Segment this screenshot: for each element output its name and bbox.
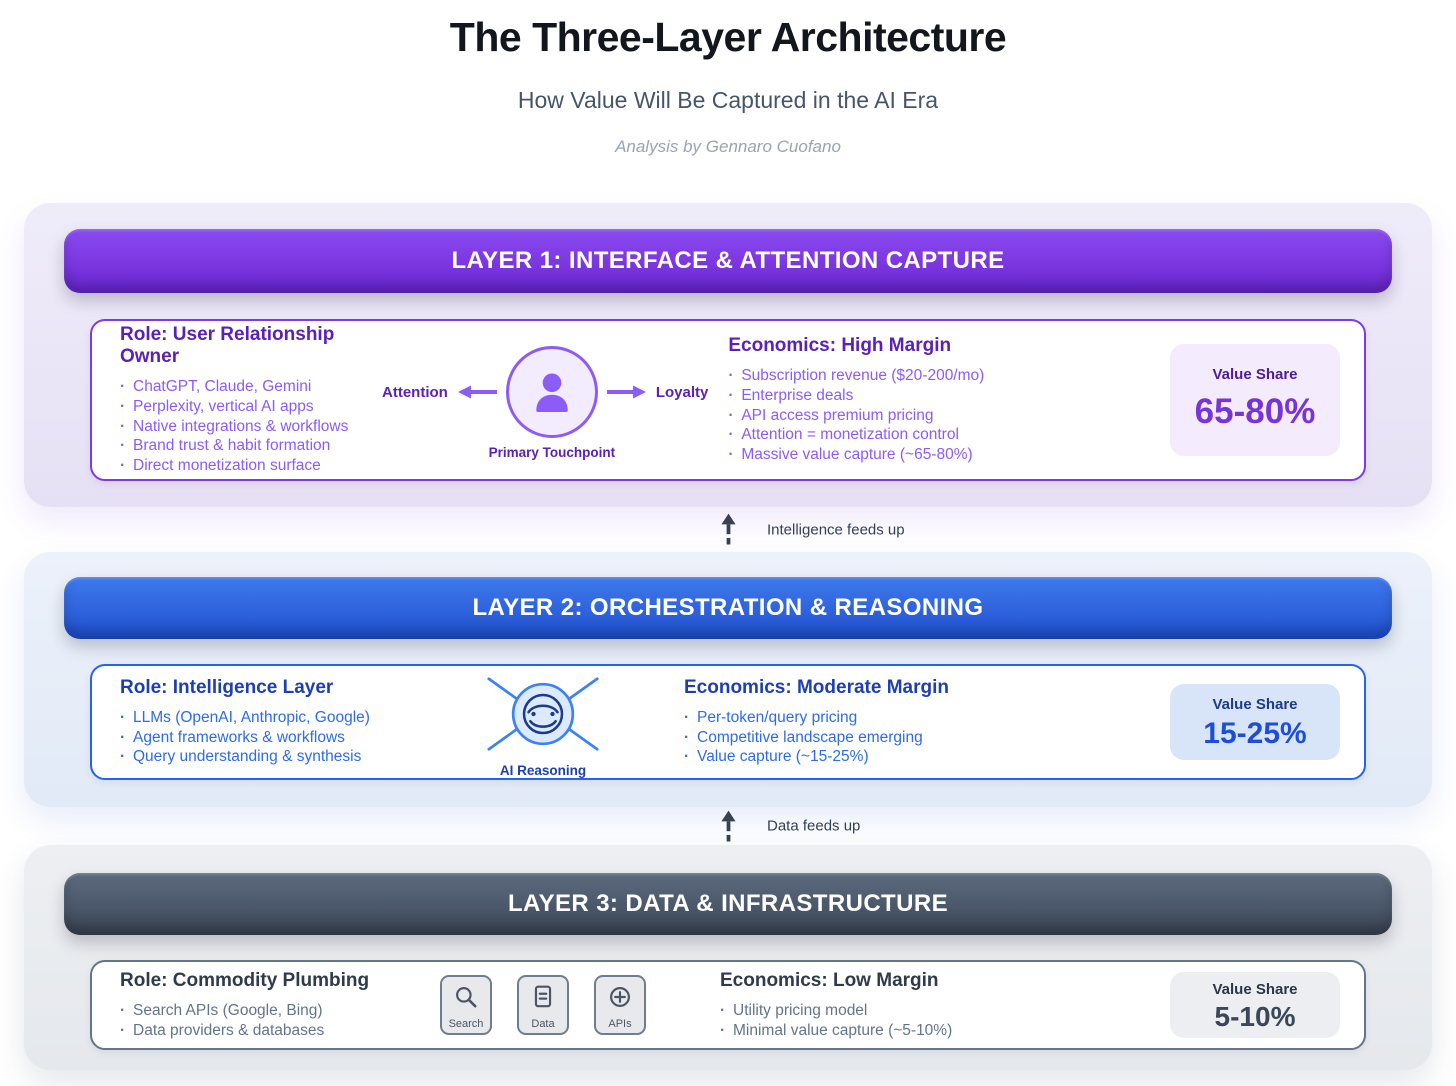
search-icon: [456, 987, 477, 1008]
title-block: The Three-Layer Architecture How Value W…: [0, 0, 1456, 157]
layer3-banner: LAYER 3: DATA & INFRASTRUCTURE: [64, 873, 1392, 935]
ai-reasoning-icon: [487, 676, 599, 751]
layer2-role-list: LLMs (OpenAI, Anthropic, Google) Agent f…: [120, 708, 438, 767]
byline: Analysis by Gennaro Cuofano: [615, 137, 841, 156]
list-item: Perplexity, vertical AI apps: [120, 397, 378, 417]
layer2-card: Role: Intelligence Layer LLMs (OpenAI, A…: [90, 664, 1366, 780]
arrow-right-icon: [606, 385, 646, 399]
layer1-flow-graphic: Attention Primary Touchpoint: [382, 346, 709, 460]
layer1-role-list: ChatGPT, Claude, Gemini Perplexity, vert…: [120, 377, 378, 476]
list-item: Agent frameworks & workflows: [120, 728, 438, 748]
layer2-economics-column: Economics: Moderate Margin Per-token/que…: [684, 677, 1152, 767]
layer3-card: Role: Commodity Plumbing Search APIs (Go…: [90, 960, 1366, 1050]
layer1-role-column: Role: User Relationship Owner ChatGPT, C…: [120, 324, 378, 476]
list-item: Query understanding & synthesis: [120, 747, 438, 767]
ai-reasoning-graphic: AI Reasoning: [438, 667, 648, 778]
icon-box-label: APIs: [608, 1018, 632, 1030]
list-item: API access premium pricing: [728, 406, 1152, 426]
list-item: Direct monetization surface: [120, 456, 378, 476]
layer1-economics-column: Economics: High Margin Subscription reve…: [728, 335, 1152, 465]
connector-label: Data feeds up: [767, 817, 861, 835]
connector-label: Intelligence feeds up: [767, 521, 905, 538]
layer3-panel: LAYER 3: DATA & INFRASTRUCTURE Role: Com…: [24, 845, 1432, 1070]
list-item: Brand trust & habit formation: [120, 436, 378, 456]
list-item: Subscription revenue ($20-200/mo): [728, 366, 1152, 386]
layer1-role-title: Role: User Relationship Owner: [120, 323, 335, 367]
layer2-economics-title: Economics: Moderate Margin: [684, 676, 949, 698]
circle-plus-icon: [610, 987, 630, 1007]
list-item: LLMs (OpenAI, Anthropic, Google): [120, 708, 438, 728]
connector-intelligence: Intelligence feeds up: [0, 507, 1456, 552]
list-item: Search APIs (Google, Bing): [120, 1001, 438, 1021]
loyalty-label: Loyalty: [655, 383, 709, 401]
attention-label: Attention: [382, 383, 448, 401]
layer3-economics-title: Economics: Low Margin: [720, 969, 939, 991]
layer3-value-share-box: Value Share 5-10%: [1170, 972, 1340, 1038]
layer1-economics-title: Economics: High Margin: [728, 334, 952, 356]
list-item: Utility pricing model: [720, 1001, 1152, 1021]
page-title: The Three-Layer Architecture: [449, 14, 1007, 60]
layer2-role-title: Role: Intelligence Layer: [120, 676, 334, 698]
layer3-economics-list: Utility pricing model Minimal value capt…: [720, 1001, 1152, 1041]
icon-box-label: Search: [448, 1018, 484, 1030]
layer2-role-column: Role: Intelligence Layer LLMs (OpenAI, A…: [120, 677, 438, 767]
layer3-role-column: Role: Commodity Plumbing Search APIs (Go…: [120, 970, 438, 1041]
document-icon: [534, 985, 552, 1008]
layer2-panel: LAYER 2: ORCHESTRATION & REASONING Role:…: [24, 552, 1432, 807]
list-item: Per-token/query pricing: [684, 708, 1152, 728]
list-item: ChatGPT, Claude, Gemini: [120, 377, 378, 397]
icon-box-label: Data: [531, 1018, 555, 1030]
list-item: Massive value capture (~65-80%): [728, 445, 1152, 465]
search-icon-box: Search: [440, 975, 492, 1035]
value-share-label: Value Share: [1212, 981, 1298, 998]
list-item: Competitive landscape emerging: [684, 728, 1152, 748]
layer3-economics-column: Economics: Low Margin Utility pricing mo…: [720, 970, 1152, 1041]
list-item: Data providers & databases: [120, 1021, 438, 1041]
value-share-label: Value Share: [1212, 696, 1298, 713]
layer1-card: Role: User Relationship Owner ChatGPT, C…: [90, 319, 1366, 481]
data-icon-box: Data: [517, 975, 569, 1035]
arrow-up-icon: [720, 513, 736, 545]
infrastructure-icons: Search Data APIs: [440, 975, 646, 1035]
layer3-role-title: Role: Commodity Plumbing: [120, 969, 370, 991]
layer2-value-share-box: Value Share 15-25%: [1170, 684, 1340, 760]
arrow-up-icon: [720, 810, 736, 841]
layer2-banner: LAYER 2: ORCHESTRATION & REASONING: [64, 577, 1392, 639]
value-share-value: 65-80%: [1194, 392, 1316, 431]
list-item: Native integrations & workflows: [120, 417, 378, 437]
apis-icon-box: APIs: [594, 975, 646, 1035]
arrow-left-icon: [457, 385, 497, 399]
layer3-role-list: Search APIs (Google, Bing) Data provider…: [120, 1001, 438, 1041]
user-icon: [505, 346, 598, 438]
layer1-panel: LAYER 1: INTERFACE & ATTENTION CAPTURE R…: [24, 203, 1432, 507]
list-item: Value capture (~15-25%): [684, 747, 1152, 767]
page-subtitle: How Value Will Be Captured in the AI Era: [517, 87, 939, 113]
ai-reasoning-caption: AI Reasoning: [499, 762, 587, 778]
list-item: Minimal value capture (~5-10%): [720, 1021, 1152, 1041]
list-item: Enterprise deals: [728, 386, 1152, 406]
value-share-value: 5-10%: [1214, 1001, 1296, 1032]
list-item: Attention = monetization control: [728, 425, 1152, 445]
value-share-label: Value Share: [1212, 366, 1298, 383]
layer2-economics-list: Per-token/query pricing Competitive land…: [684, 708, 1152, 767]
value-share-value: 15-25%: [1203, 717, 1307, 750]
layer1-banner: LAYER 1: INTERFACE & ATTENTION CAPTURE: [64, 229, 1392, 293]
layer1-economics-list: Subscription revenue ($20-200/mo) Enterp…: [728, 366, 1152, 465]
primary-touchpoint-caption: Primary Touchpoint: [488, 445, 616, 460]
avatar-wrap: Primary Touchpoint: [489, 346, 615, 460]
layer1-value-share-box: Value Share 65-80%: [1170, 344, 1340, 456]
connector-data: Data feeds up: [0, 807, 1456, 845]
